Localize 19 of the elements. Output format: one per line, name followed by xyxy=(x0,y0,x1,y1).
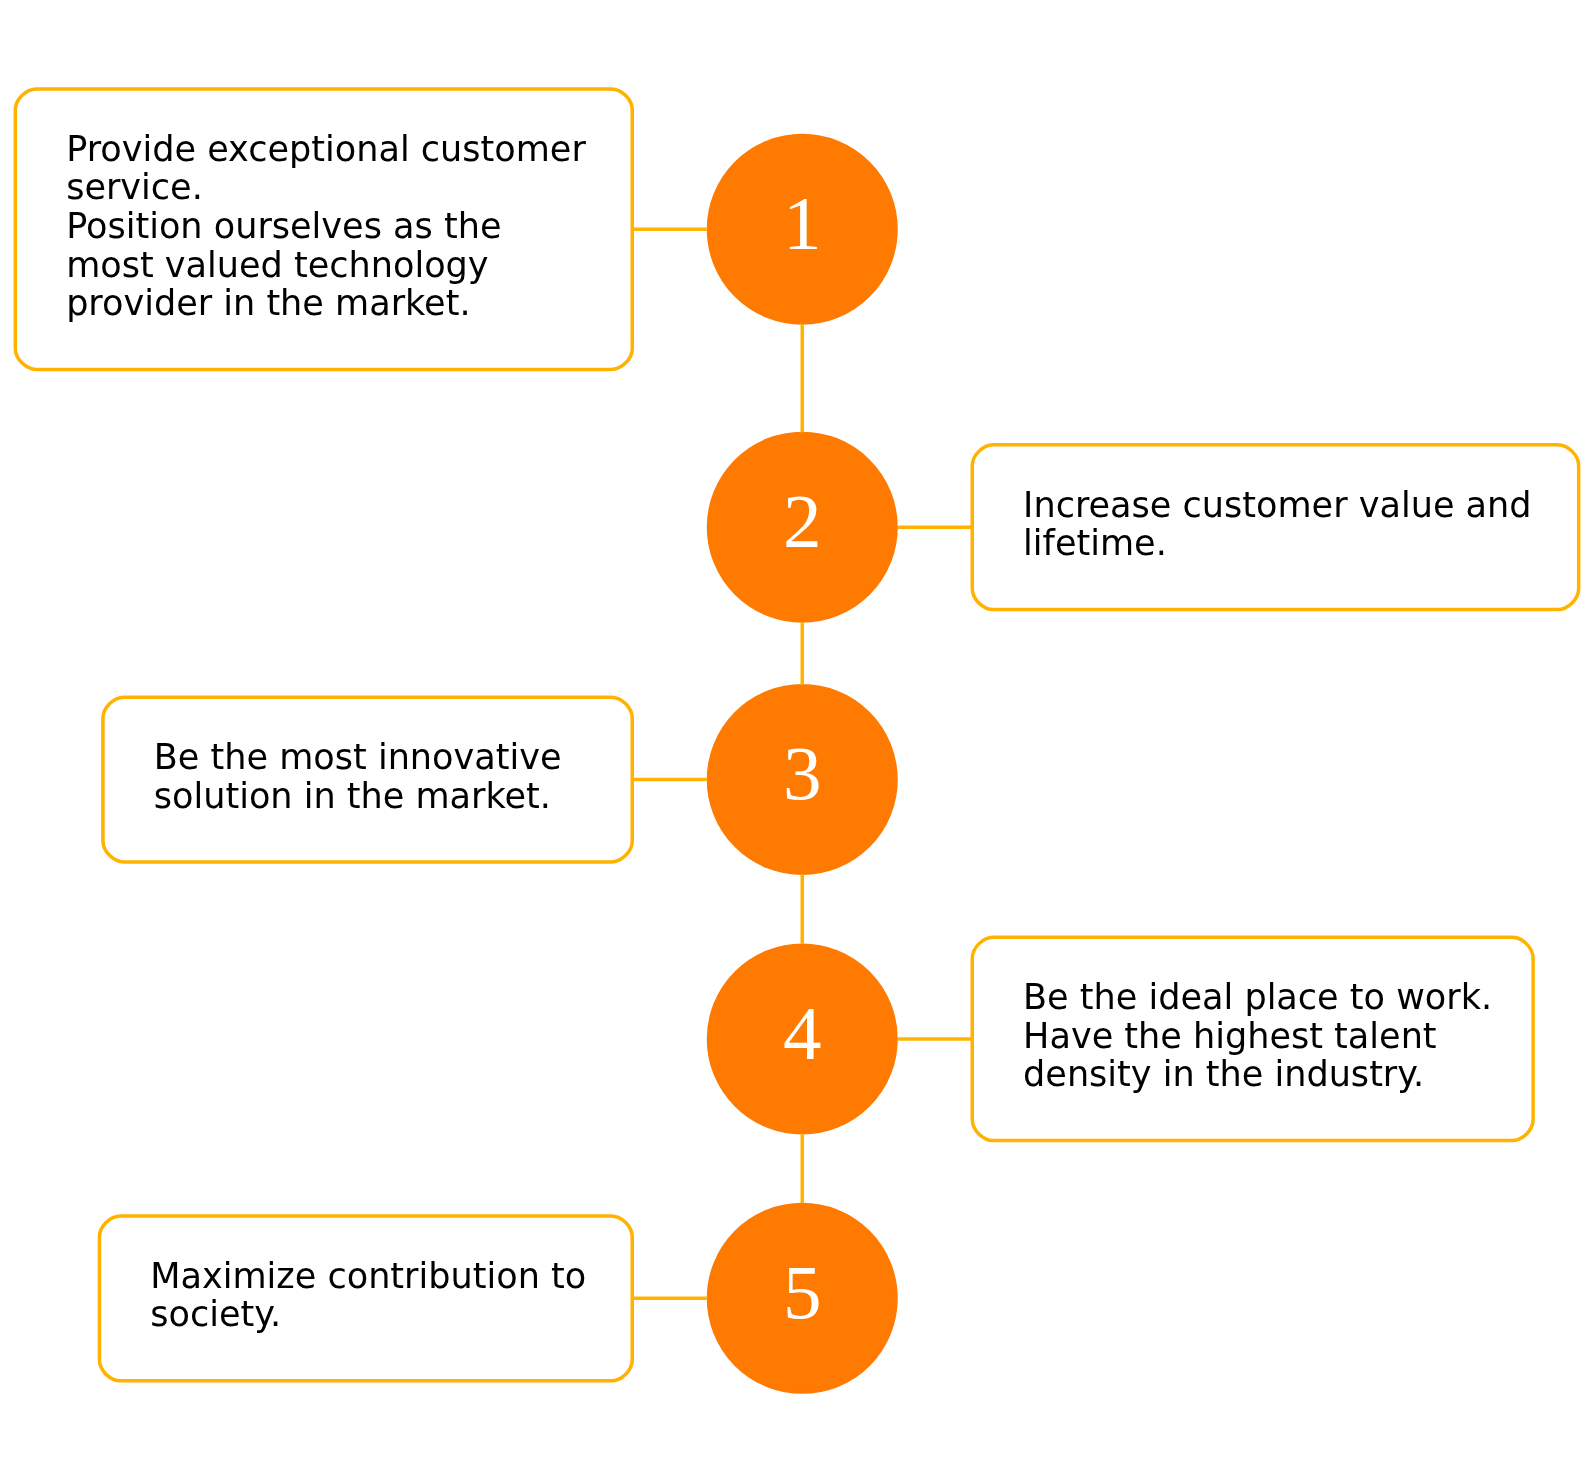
node-box: Be the ideal place to work. Have the highest talent density in the industry. xyxy=(970,935,1535,1142)
connector xyxy=(632,1296,708,1300)
connector xyxy=(800,621,804,685)
connector xyxy=(632,777,708,781)
node-box: Increase customer value and lifetime. xyxy=(970,442,1581,611)
connector xyxy=(897,524,972,529)
node-box: Be the most innovative solution in the market. xyxy=(101,694,634,864)
node-circle: 2 xyxy=(706,431,898,623)
connector xyxy=(800,1133,804,1203)
connector xyxy=(800,323,804,432)
connector xyxy=(632,226,708,231)
connector xyxy=(897,1036,973,1041)
node-circle: 4 xyxy=(706,942,898,1134)
node-circle: 1 xyxy=(706,133,898,325)
node-box: Provide exceptional customer service. Position ourselves as the most valued technology provider in the market. xyxy=(13,86,634,371)
node-box: Maximize contribution to society. xyxy=(97,1213,634,1382)
connector xyxy=(800,873,804,944)
node-circle: 5 xyxy=(706,1202,898,1394)
node-circle: 3 xyxy=(706,683,898,875)
